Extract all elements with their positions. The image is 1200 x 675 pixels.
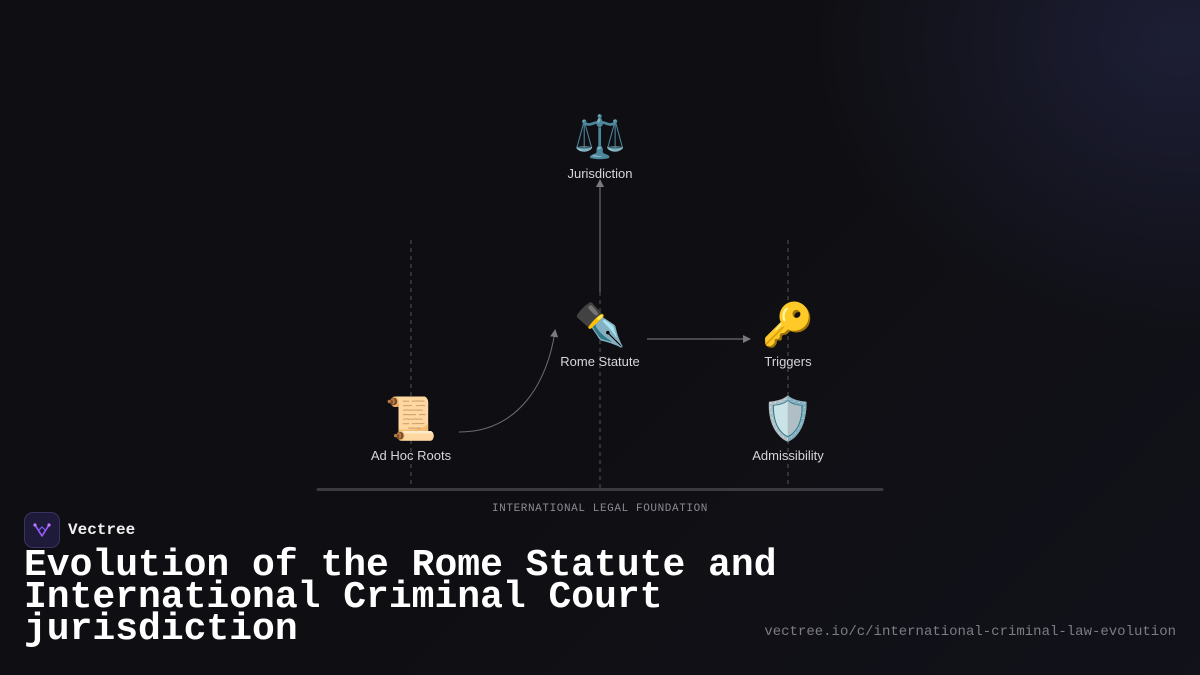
node-rome-statute-label: Rome Statute	[560, 354, 640, 369]
scroll-icon: 📜	[384, 394, 438, 443]
node-jurisdiction-label: Jurisdiction	[567, 166, 633, 181]
edge-ad-hoc-to-rome-statute	[458, 329, 559, 433]
node-jurisdiction[interactable]: ⚖️ Jurisdiction	[520, 112, 680, 181]
node-rome-statute[interactable]: ✒️ Rome Statute	[520, 300, 680, 369]
scales-icon: ⚖️	[573, 112, 627, 161]
foundation-caption: INTERNATIONAL LEGAL FOUNDATION	[491, 503, 709, 515]
page-title: Evolution of the Rome Statute and Intern…	[24, 544, 777, 651]
node-ad-hoc-roots[interactable]: 📜 Ad Hoc Roots	[331, 394, 491, 463]
brand-name: Vectree	[68, 521, 136, 539]
node-admissibility-label: Admissibility	[752, 448, 824, 463]
node-ad-hoc-roots-label: Ad Hoc Roots	[370, 448, 452, 463]
node-triggers-label: Triggers	[764, 354, 812, 369]
node-triggers[interactable]: 🔑 Triggers	[708, 300, 868, 369]
source-url[interactable]: vectree.io/c/international-criminal-law-…	[764, 624, 1176, 640]
shield-icon: 🛡️	[761, 394, 815, 443]
pen-nib-icon: ✒️	[573, 300, 627, 349]
key-icon: 🔑	[761, 300, 815, 349]
node-admissibility[interactable]: 🛡️ Admissibility	[708, 394, 868, 463]
vectree-logo-icon	[24, 512, 60, 548]
brand[interactable]: Vectree	[24, 512, 135, 548]
